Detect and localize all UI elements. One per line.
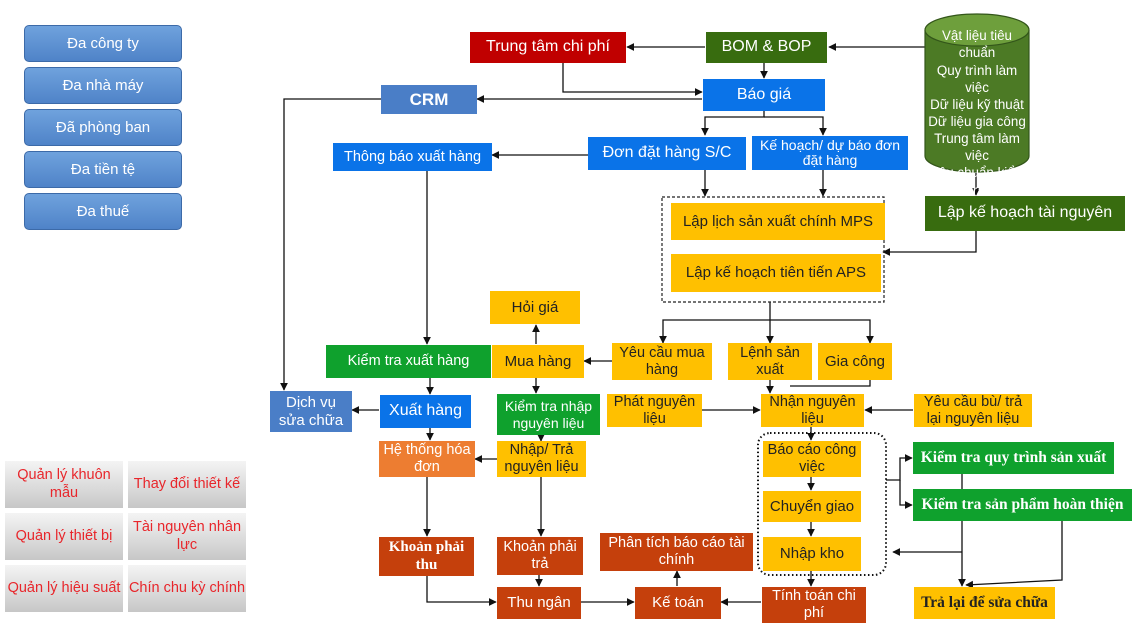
edge-outsource-receive — [790, 380, 871, 387]
node-sales-order[interactable]: Đơn đặt hàng S/C — [588, 137, 746, 170]
edge-plan-outsource — [770, 319, 874, 344]
sidebar-item-multi-currency[interactable]: Đa tiền tệ — [24, 151, 182, 188]
edge-product-return — [965, 521, 1063, 589]
module-performance-management[interactable]: Quản lý hiệu suất — [5, 565, 123, 612]
edge-to-process-check — [886, 454, 913, 481]
node-cashier[interactable]: Thu ngân — [497, 587, 581, 619]
production-group — [757, 432, 887, 576]
node-material-return-request[interactable]: Yêu cầu bù/ trả lại nguyên liệu — [914, 394, 1032, 427]
node-invoice-system[interactable]: Hệ thống hóa đơn — [379, 441, 475, 477]
node-return-repair[interactable]: Trả lại để sửa chữa — [914, 587, 1055, 619]
node-purchasing[interactable]: Mua hàng — [492, 345, 584, 378]
module-human-resources[interactable]: Tài nguyên nhân lực — [128, 513, 246, 560]
edge-to-product-check — [899, 480, 913, 509]
node-material-issue[interactable]: Phát nguyên liệu — [607, 394, 702, 427]
module-design-change[interactable]: Thay đổi thiết kế — [128, 461, 246, 508]
node-work-report[interactable]: Báo cáo công việc — [763, 441, 861, 477]
sidebar-item-multi-plant[interactable]: Đa nhà máy — [24, 67, 182, 104]
node-transfer[interactable]: Chuyển giao — [763, 491, 861, 522]
database-cylinder — [924, 13, 1030, 173]
module-mold-management[interactable]: Quản lý khuôn mẫu — [5, 461, 123, 508]
sidebar-item-label: Đa nhà máy — [62, 77, 144, 94]
sidebar-item-label: Đa tiền tệ — [70, 161, 136, 178]
planning-group — [661, 196, 885, 303]
node-receivables[interactable]: Khoản phải thu — [379, 537, 474, 576]
sidebar-item-label: Đã phòng ban — [55, 119, 151, 136]
edge-cost-quote — [562, 63, 703, 96]
node-cost-center[interactable]: Trung tâm chi phí — [470, 32, 626, 63]
sidebar-item-multi-tax[interactable]: Đa thuế — [24, 193, 182, 230]
edge-resource-plan — [882, 231, 977, 256]
node-product-check[interactable]: Kiểm tra sản phẩm hoàn thiện — [913, 489, 1132, 521]
sidebar-item-label: Đa công ty — [67, 35, 139, 52]
node-cost-calc[interactable]: Tính toán chi phí — [762, 587, 866, 623]
module-equipment-management[interactable]: Quản lý thiết bị — [5, 513, 123, 560]
node-accounting[interactable]: Kế toán — [635, 587, 721, 619]
sidebar-item-multi-department[interactable]: Đã phòng ban — [24, 109, 182, 146]
edge-receivables-cashier — [426, 576, 497, 606]
node-material-in-return[interactable]: Nhập/ Trả nguyên liệu — [497, 441, 586, 477]
edge-plan-purchase-req — [659, 302, 771, 344]
node-mps[interactable]: Lập lịch sản xuất chính MPS — [671, 203, 885, 240]
node-shipping-check[interactable]: Kiểm tra xuất hàng — [326, 345, 491, 378]
node-material-receive[interactable]: Nhận nguyên liệu — [761, 394, 864, 427]
edge-quote-order — [701, 111, 765, 136]
node-financial-analysis[interactable]: Phân tích báo cáo tài chính — [600, 533, 753, 571]
node-payables[interactable]: Khoản phải trả — [497, 537, 583, 575]
module-main-cycle[interactable]: Chín chu kỳ chính — [128, 565, 246, 612]
node-price-inquiry[interactable]: Hỏi giá — [490, 291, 580, 324]
edge-crm-repair — [280, 98, 381, 391]
node-production-order[interactable]: Lệnh sản xuất — [728, 343, 812, 380]
node-aps[interactable]: Lập kế hoạch tiên tiến APS — [671, 254, 881, 292]
node-purchase-request[interactable]: Yêu cầu mua hàng — [612, 343, 712, 380]
node-process-check[interactable]: Kiểm tra quy trình sản xuất — [913, 442, 1114, 474]
sidebar-item-label: Đa thuế — [76, 203, 130, 220]
edge-quote-forecast — [764, 116, 827, 136]
node-warehouse-in[interactable]: Nhập kho — [763, 537, 861, 571]
node-incoming-check[interactable]: Kiểm tra nhập nguyên liệu — [497, 394, 600, 435]
node-shipping-notice[interactable]: Thông báo xuất hàng — [333, 143, 492, 171]
node-crm[interactable]: CRM — [381, 85, 477, 114]
node-outsourcing[interactable]: Gia công — [818, 343, 892, 380]
node-resource-planning[interactable]: Lập kế hoạch tài nguyên — [925, 196, 1125, 231]
node-shipping[interactable]: Xuất hàng — [380, 395, 471, 428]
node-bom-bop[interactable]: BOM & BOP — [706, 32, 827, 63]
node-quote[interactable]: Báo giá — [703, 79, 825, 111]
database-label: Vật liệu tiêu chuẩn Quy trình làm việc D… — [928, 28, 1026, 198]
node-repair-service[interactable]: Dịch vụ sửa chữa — [270, 391, 352, 432]
node-order-forecast[interactable]: Kế hoạch/ dự báo đơn đặt hàng — [752, 136, 908, 170]
sidebar-item-multi-company[interactable]: Đa công ty — [24, 25, 182, 62]
